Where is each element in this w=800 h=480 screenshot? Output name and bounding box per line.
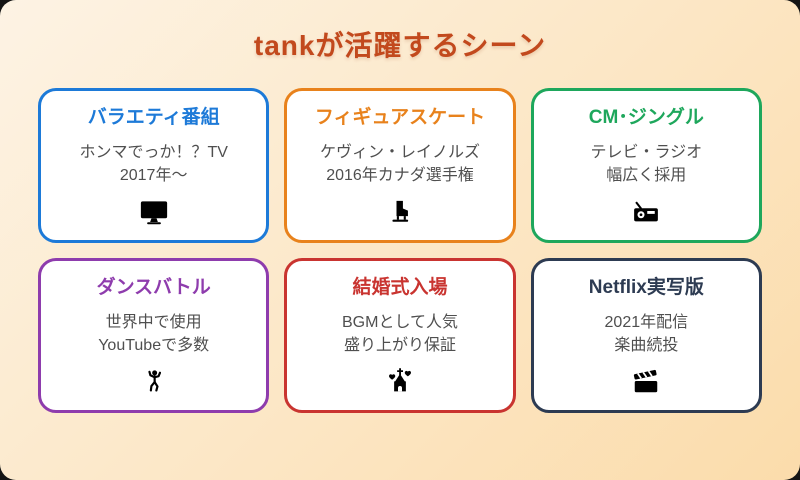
- card-line: 2017年〜: [119, 166, 188, 184]
- card-cm-jingle: CM･ジングル テレビ・ラジオ 幅広く採用: [530, 88, 762, 243]
- card-line: 楽曲続投: [614, 336, 679, 354]
- cards-grid: バラエティ番組 ホンマでっか！？TV 2017年〜 フィギュアスケート ケヴィン…: [0, 88, 800, 413]
- card-line: ホンマでっか！？TV: [79, 143, 228, 161]
- radio-icon: [630, 197, 662, 227]
- card-line: YouTubeで多数: [98, 336, 210, 354]
- clapperboard-icon: [630, 367, 662, 397]
- page-title: tankが活躍するシーン: [253, 30, 547, 61]
- card-title: Netflix実写版: [588, 277, 704, 298]
- card-body: 世界中で使用 YouTubeで多数: [98, 311, 209, 357]
- card-title: 結婚式入場: [352, 277, 448, 298]
- wedding-chapel-icon: [385, 367, 415, 397]
- card-figure-skating: フィギュアスケート ケヴィン・レイノルズ 2016年カナダ選手権: [284, 88, 516, 243]
- card-line: 世界中で使用: [105, 313, 202, 331]
- tv-icon: [137, 197, 171, 227]
- card-line: BGMとして人気: [342, 313, 458, 331]
- card-variety-show: バラエティ番組 ホンマでっか！？TV 2017年〜: [38, 88, 270, 243]
- card-body: ケヴィン・レイノルズ 2016年カナダ選手権: [320, 141, 480, 187]
- card-title: バラエティ番組: [87, 107, 220, 128]
- card-body: テレビ・ラジオ 幅広く採用: [590, 141, 702, 187]
- card-line: ケヴィン・レイノルズ: [319, 143, 480, 161]
- card-line: 2021年配信: [604, 313, 689, 331]
- card-line: 2016年カナダ選手権: [326, 166, 474, 184]
- ice-skate-icon: [386, 197, 414, 227]
- card-dance-battle: ダンスバトル 世界中で使用 YouTubeで多数: [38, 258, 270, 413]
- card-line: 盛り上がり保証: [343, 336, 456, 354]
- card-netflix-live-action: Netflix実写版 2021年配信 楽曲続投: [530, 258, 762, 413]
- card-title: フィギュアスケート: [314, 107, 486, 128]
- card-title: CM･ジングル: [588, 107, 704, 128]
- card-line: 幅広く採用: [606, 166, 687, 184]
- card-body: BGMとして人気 盛り上がり保証: [342, 311, 458, 357]
- card-wedding-entrance: 結婚式入場 BGMとして人気 盛り上がり保証: [284, 258, 516, 413]
- dancer-icon: [141, 367, 167, 397]
- card-title: ダンスバトル: [96, 277, 211, 298]
- card-body: 2021年配信 楽曲続投: [605, 311, 689, 357]
- card-line: テレビ・ラジオ: [590, 143, 703, 161]
- card-body: ホンマでっか！？TV 2017年〜: [79, 141, 227, 187]
